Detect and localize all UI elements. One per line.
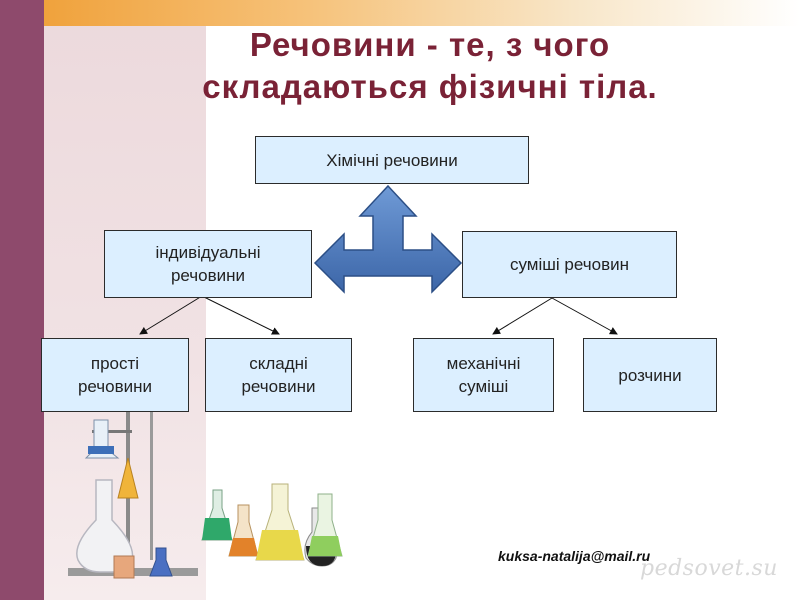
node-complex-label: складні речовини xyxy=(241,352,315,398)
node-simple-substances: прості речовини xyxy=(41,338,189,412)
node-individual-substances-label: індивідуальні речовини xyxy=(155,241,260,287)
node-mixtures: суміші речовин xyxy=(462,231,677,298)
title-line-2: складаються фізичні тіла. xyxy=(202,68,658,105)
left-decor-panel xyxy=(44,0,206,600)
node-mechanical-label: механічні суміші xyxy=(447,352,521,398)
node-mechanical-mixtures: механічні суміші xyxy=(413,338,554,412)
arrow-to-simple xyxy=(139,295,203,335)
arrow-to-complex xyxy=(201,295,280,335)
node-complex-line-1: складні xyxy=(249,354,308,373)
lab-glassware-illustration xyxy=(68,410,343,579)
title-line-1: Речовини - те, з чого xyxy=(249,26,611,63)
author-email: kuksa-natalija@mail.ru xyxy=(498,548,651,564)
watermark: pedsovet.su xyxy=(640,556,778,581)
slide-title: Речовини - те, з чого складаються фізичн… xyxy=(60,24,800,108)
left-decor-stripe xyxy=(0,0,44,600)
node-simple-label: прості речовини xyxy=(78,352,152,398)
node-individual-line-1: індивідуальні xyxy=(155,243,261,262)
node-simple-line-2: речовини xyxy=(77,377,153,396)
node-complex-line-2: речовини xyxy=(241,377,316,396)
arrow-to-solutions xyxy=(551,297,618,335)
node-individual-line-2: речовини xyxy=(170,266,246,285)
node-individual-substances: індивідуальні речовини xyxy=(104,230,312,298)
node-complex-substances: складні речовини xyxy=(205,338,352,412)
three-way-arrow xyxy=(313,184,463,294)
top-decor-bar xyxy=(44,0,800,26)
node-chemical-substances: Хімічні речовини xyxy=(255,136,529,184)
node-solutions: розчини xyxy=(583,338,717,412)
node-chemical-substances-label: Хімічні речовини xyxy=(326,150,458,170)
node-mechanical-line-1: механічні xyxy=(446,354,521,373)
node-mixtures-label: суміші речовин xyxy=(510,255,629,274)
node-mechanical-line-2: суміші xyxy=(458,377,509,396)
node-simple-line-1: прості xyxy=(90,354,140,373)
arrow-to-mechanical xyxy=(492,297,553,335)
node-solutions-label: розчини xyxy=(618,365,682,385)
